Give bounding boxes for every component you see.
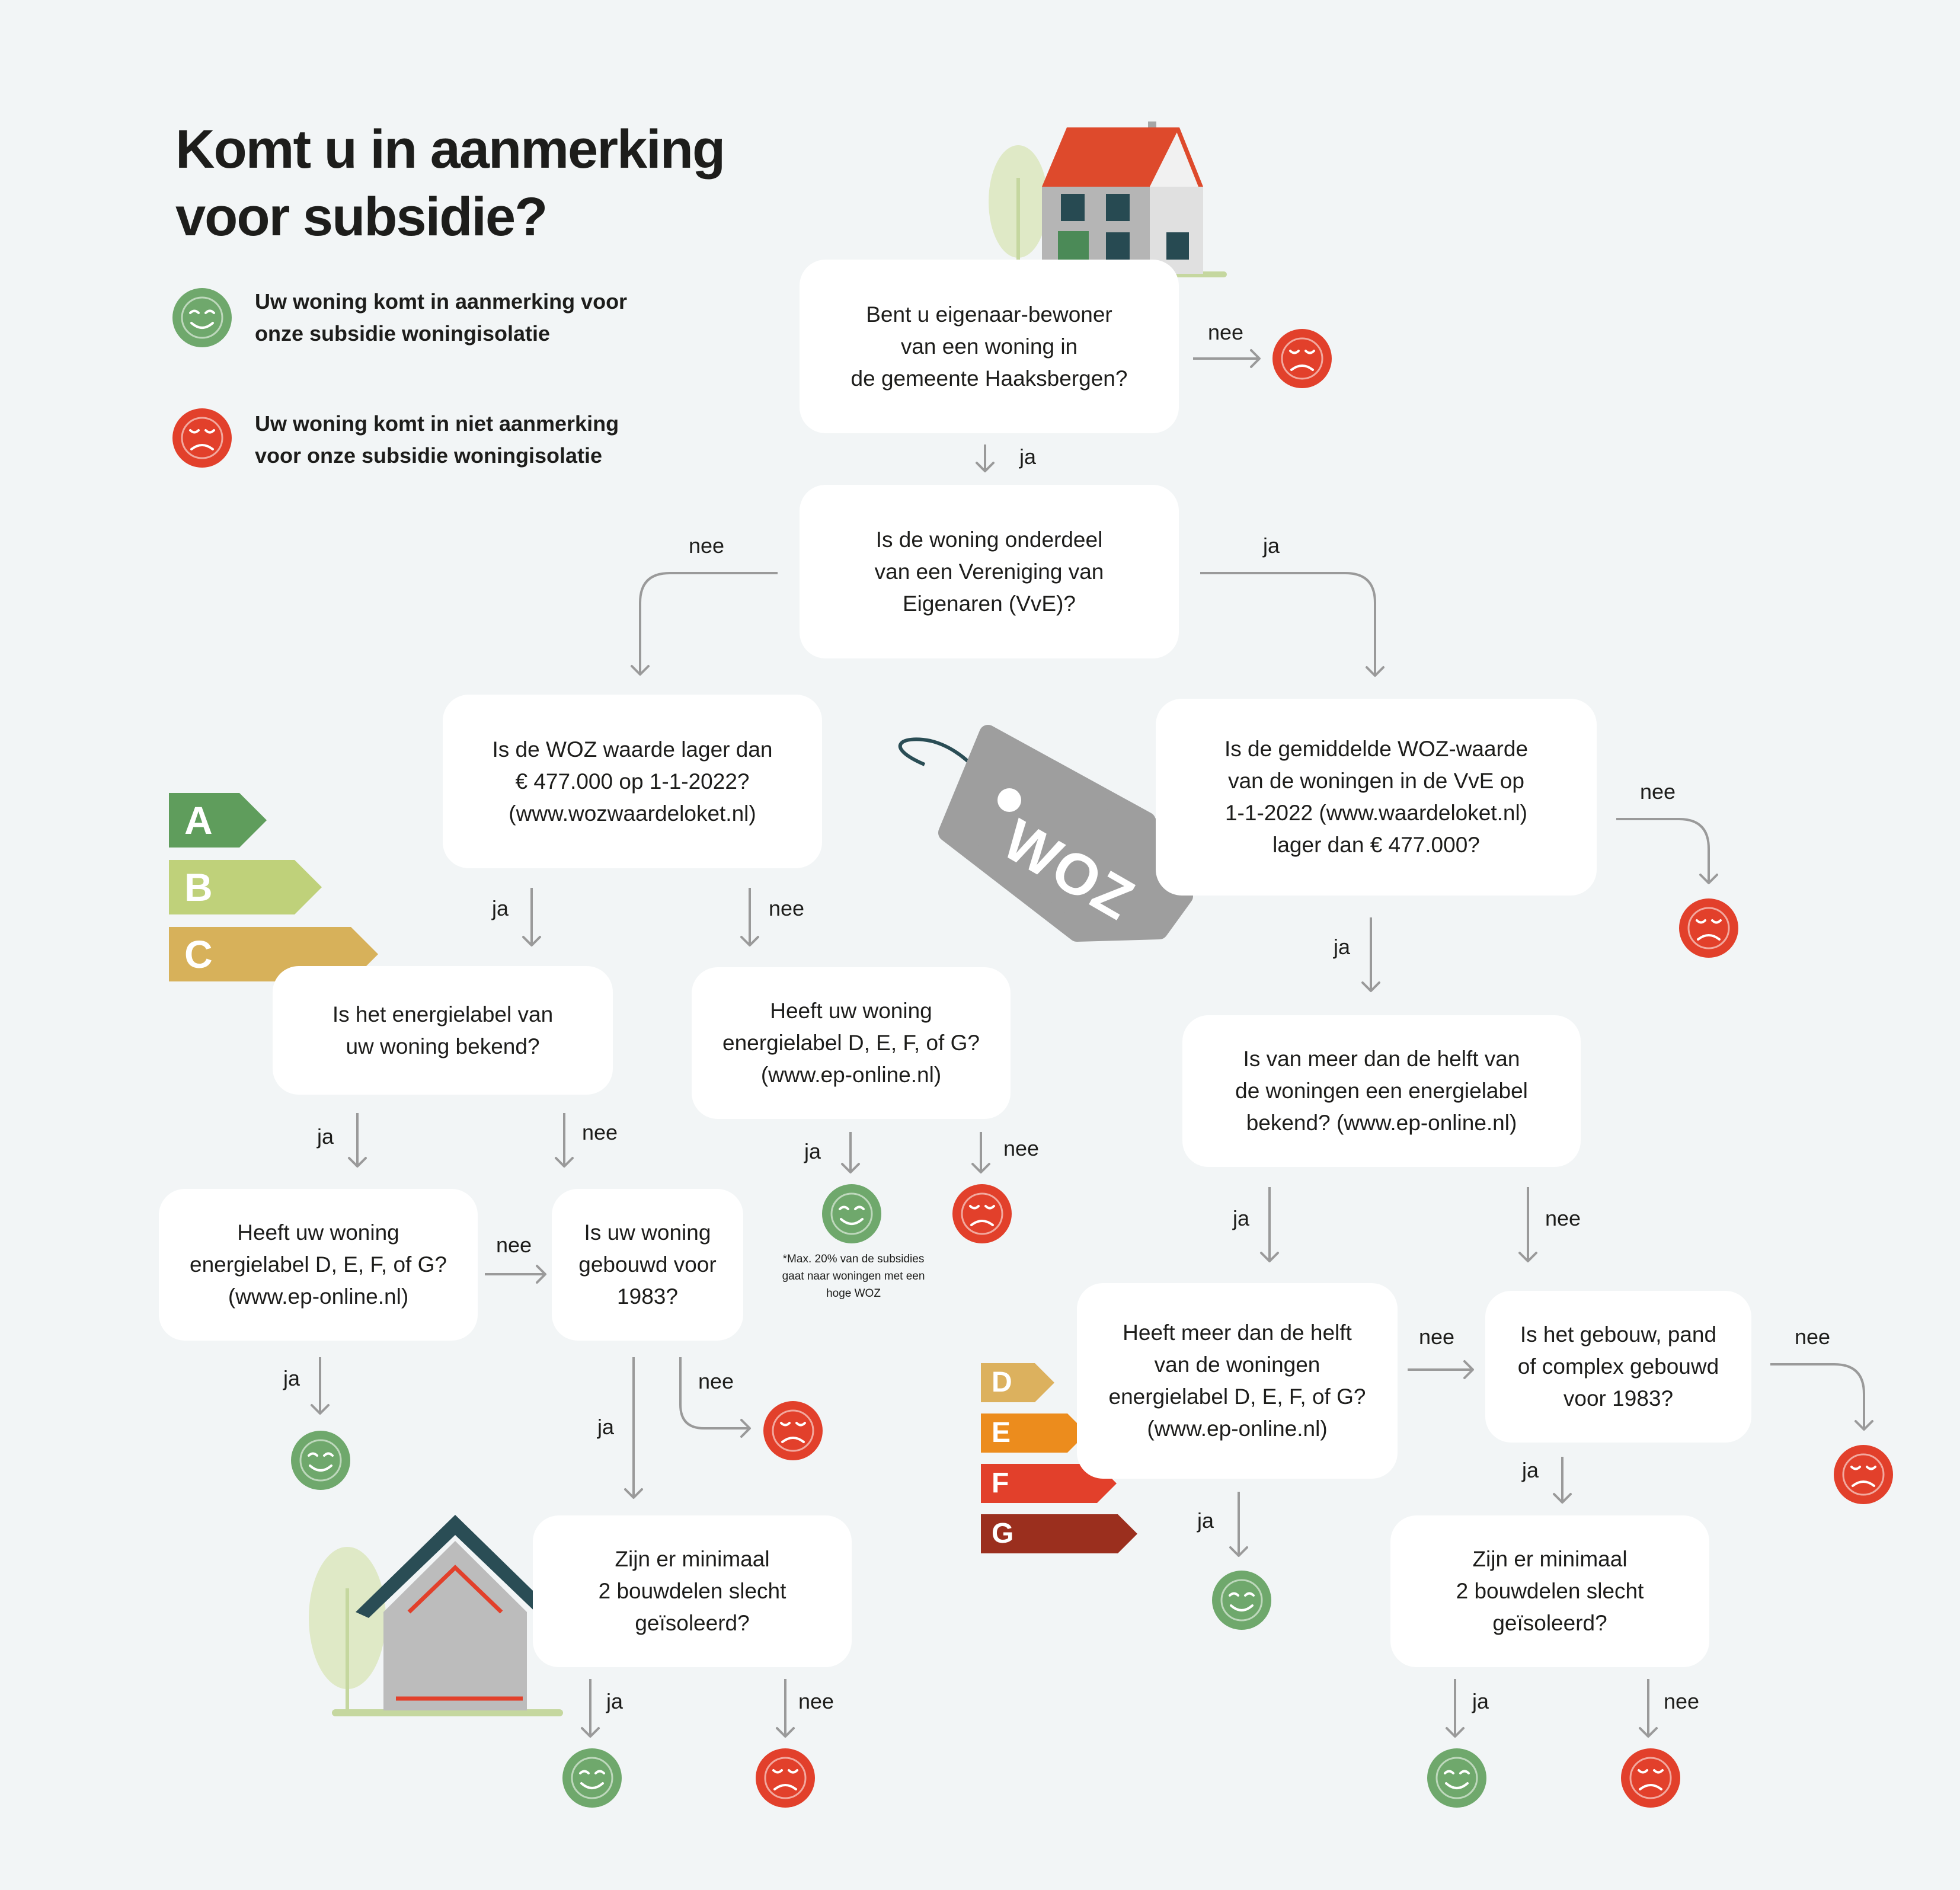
outcome-sad-icon	[1833, 1444, 1894, 1508]
energy-label-b: B	[169, 860, 322, 914]
legend-happy-icon	[172, 287, 232, 351]
question-label-dg: Heeft uw woning energielabel D, E, F, of…	[159, 1189, 478, 1341]
legend-no-text: Uw woning komt in niet aanmerking voor o…	[255, 411, 619, 468]
answer-ja: ja	[1263, 533, 1280, 558]
answer-ja: ja	[317, 1124, 334, 1149]
outcome-happy-icon	[821, 1184, 882, 1247]
question-label-known: Is het energielabel van uw woning bekend…	[273, 966, 613, 1095]
answer-nee: nee	[1419, 1325, 1455, 1349]
outcome-happy-icon	[1427, 1748, 1487, 1811]
outcome-sad-icon	[1620, 1748, 1681, 1811]
answer-nee: nee	[798, 1689, 834, 1713]
house-illustration-bottom	[309, 1515, 563, 1716]
answer-nee: nee	[698, 1369, 734, 1393]
question-majority-label-known: Is van meer dan de helft van de woningen…	[1182, 1015, 1581, 1167]
answer-ja: ja	[1334, 935, 1351, 959]
answer-nee: nee	[496, 1233, 532, 1257]
question-insulation-right: Zijn er minimaal 2 bouwdelen slecht geïs…	[1390, 1515, 1709, 1667]
energy-label-g: G	[981, 1514, 1137, 1553]
question-insulation-left: Zijn er minimaal 2 bouwdelen slecht geïs…	[533, 1515, 852, 1667]
answer-nee: nee	[1664, 1689, 1700, 1713]
arrow-q2-nee	[631, 572, 778, 676]
legend-sad-icon	[172, 408, 232, 471]
energy-label-e: E	[981, 1413, 1087, 1453]
answer-nee: nee	[1545, 1206, 1581, 1230]
answer-nee: nee	[1640, 779, 1676, 804]
question-built-before-1983: Is uw woning gebouwd voor 1983?	[552, 1189, 743, 1341]
answer-ja: ja	[1197, 1508, 1214, 1533]
answer-ja: ja	[606, 1689, 624, 1713]
energy-label-c: C	[169, 927, 378, 981]
answer-nee: nee	[1003, 1136, 1040, 1160]
house-illustration-top	[989, 121, 1227, 277]
answer-nee: nee	[769, 896, 805, 920]
outcome-happy-icon	[290, 1430, 351, 1494]
outcome-sad-icon	[763, 1400, 823, 1464]
answer-nee: nee	[689, 533, 725, 558]
question-vve-avg-woz: Is de gemiddelde WOZ-waarde van de wonin…	[1156, 699, 1597, 896]
arrow-q4-nee	[1616, 818, 1718, 884]
answer-ja: ja	[1019, 444, 1037, 469]
answer-ja: ja	[804, 1139, 821, 1163]
outcome-sad-icon	[755, 1748, 816, 1811]
question-building-before-1983: Is het gebouw, pand of complex gebouwd v…	[1485, 1291, 1751, 1443]
answer-nee: nee	[1208, 320, 1244, 344]
answer-ja: ja	[1233, 1206, 1250, 1230]
arrow-q12-nee	[1770, 1363, 1873, 1431]
question-label-dg-high-woz: Heeft uw woning energielabel D, E, F, of…	[692, 967, 1011, 1119]
outcome-sad-icon	[1272, 328, 1332, 392]
page-title: Komt u in aanmerking voor subsidie?	[175, 119, 725, 247]
answer-ja: ja	[597, 1415, 615, 1439]
arrow-q2-ja	[1200, 572, 1385, 677]
outcome-sad-icon	[952, 1184, 1012, 1247]
outcome-happy-icon	[562, 1748, 622, 1811]
answer-ja: ja	[283, 1366, 300, 1390]
answer-ja: ja	[1522, 1458, 1539, 1482]
outcome-happy-icon	[1211, 1570, 1272, 1633]
question-owner-occupant: Bent u eigenaar-bewoner van een woning i…	[800, 260, 1179, 433]
question-woz-value: Is de WOZ waarde lager dan € 477.000 op …	[443, 695, 822, 868]
answer-nee: nee	[582, 1120, 618, 1144]
arrow-q8-nee	[679, 1357, 751, 1438]
legend-yes-text: Uw woning komt in aanmerking voor onze s…	[255, 289, 628, 346]
answer-ja: ja	[1472, 1689, 1489, 1713]
outcome-sad-icon	[1678, 898, 1739, 961]
footnote: *Max. 20% van de subsidies gaat naar won…	[782, 1253, 925, 1300]
answer-ja: ja	[492, 896, 509, 920]
question-majority-label-dg: Heeft meer dan de helft van de woningen …	[1077, 1283, 1398, 1479]
woz-tag-illustration	[899, 725, 1193, 942]
question-vve-member: Is de woning onderdeel van een Verenigin…	[800, 485, 1179, 658]
answer-nee: nee	[1795, 1325, 1831, 1349]
